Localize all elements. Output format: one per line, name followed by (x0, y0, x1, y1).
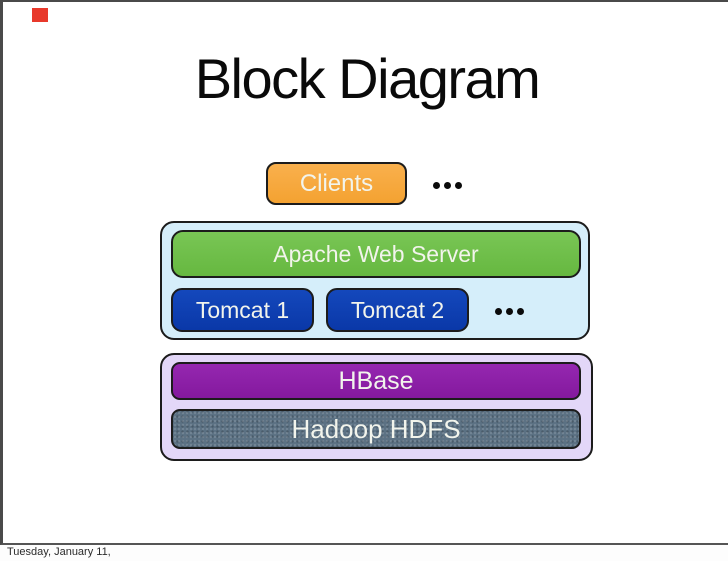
dot-icon (433, 182, 440, 189)
slide-canvas: Block Diagram Clients Apache Web Server … (0, 0, 728, 545)
red-square-marker (32, 8, 48, 22)
hadoop-hdfs-box: Hadoop HDFS (171, 409, 581, 449)
tomcat-1-box: Tomcat 1 (171, 288, 314, 332)
dot-icon (455, 182, 462, 189)
dot-icon (444, 182, 451, 189)
tomcat-2-box: Tomcat 2 (326, 288, 469, 332)
clients-label: Clients (299, 169, 374, 197)
tomcat-2-label: Tomcat 2 (350, 296, 445, 323)
hbase-label: HBase (338, 366, 414, 395)
dot-icon (506, 308, 513, 315)
hbase-box: HBase (171, 362, 581, 400)
slide-date-text: Tuesday, January 11, (7, 546, 111, 558)
dot-icon (495, 308, 502, 315)
ellipsis-icon (433, 182, 462, 189)
dot-icon (517, 308, 524, 315)
tomcat-1-label: Tomcat 1 (195, 296, 290, 323)
apache-web-server-label: Apache Web Server (273, 240, 479, 267)
slide-title: Block Diagram (194, 47, 541, 110)
hadoop-hdfs-label: Hadoop HDFS (291, 413, 461, 444)
apache-web-server-box: Apache Web Server (171, 230, 581, 278)
ellipsis-icon (495, 308, 524, 315)
clients-box: Clients (266, 162, 407, 205)
